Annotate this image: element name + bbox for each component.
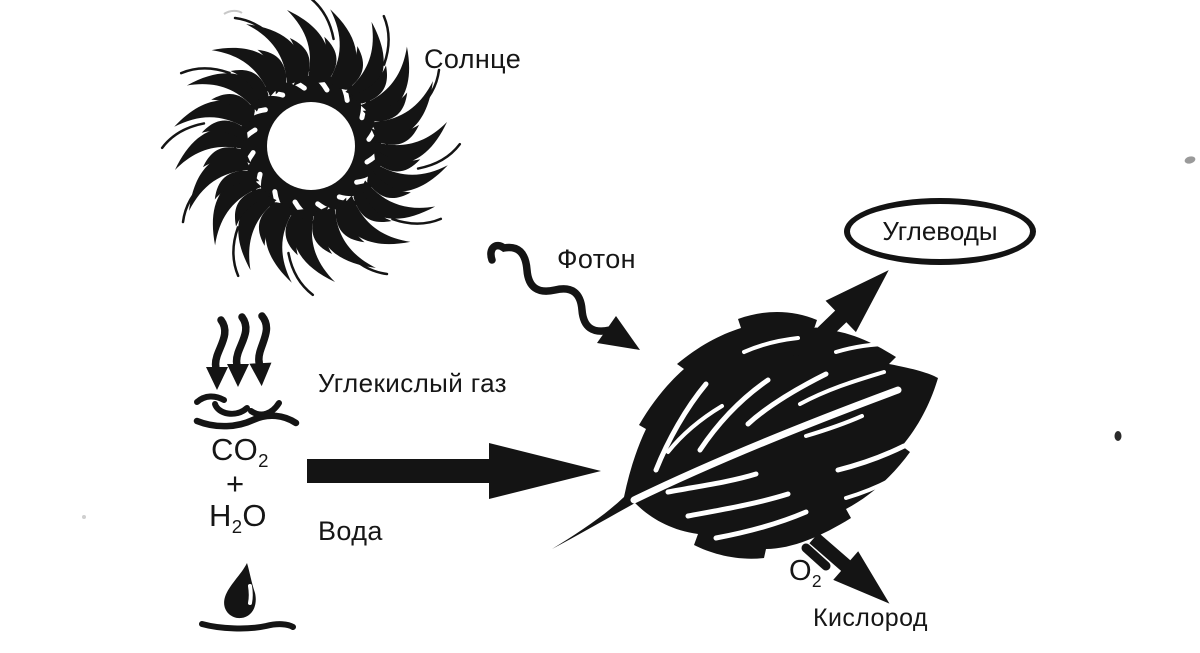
water-droplet-icon [199,563,296,632]
carbohydrates-label: Углеводы [882,216,998,246]
water-surface-waves-icon [193,393,300,430]
oxygen-label: Кислород [813,604,928,632]
plus-sign: + [226,466,245,501]
carbohydrates-oval: Углеводы [844,198,1036,265]
carbon-dioxide-label: Углекислый газ [318,368,507,398]
sun-icon [160,0,462,297]
co2-formula: CO2 [211,432,269,472]
h2o-formula: H2O [209,498,267,538]
reactants-arrow-icon [307,443,601,499]
ink-specks [82,9,1196,519]
o2-formula: O2 [789,555,822,591]
oxygen-arrow-icon [801,523,902,618]
leaf-icon [552,311,938,559]
water-label: Вода [318,516,383,546]
photon-label: Фотон [557,244,636,274]
photon-wave-arrow-icon [487,241,640,350]
gas-down-arrows-icon [206,316,273,390]
sun-label: Солнце [424,44,522,74]
carbohydrates-arrow-icon [790,254,904,366]
